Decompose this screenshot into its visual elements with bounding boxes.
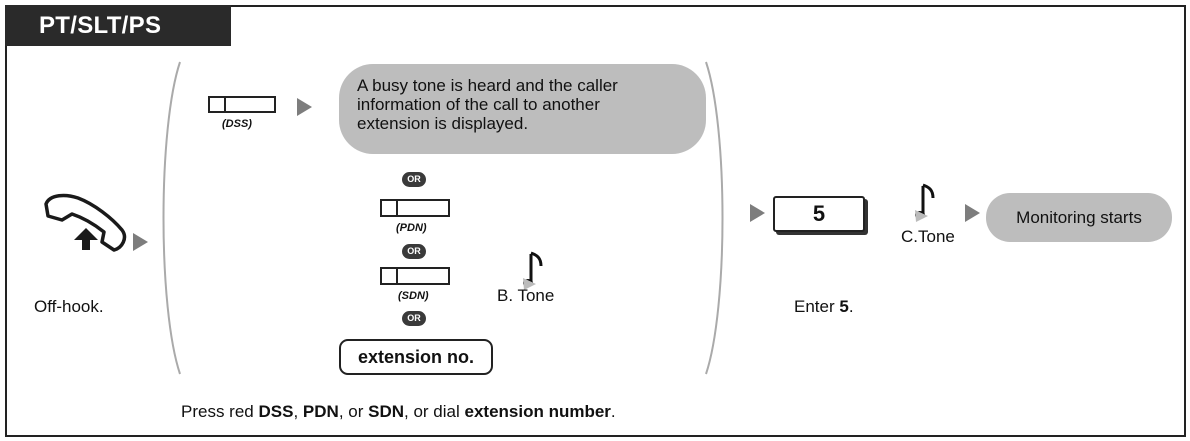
footer-instruction: Press red DSS, PDN, or SDN, or dial exte… xyxy=(181,402,616,422)
diagram-frame xyxy=(5,5,1186,437)
group-parenthesis-right xyxy=(705,61,724,375)
footer-text-run: extension number xyxy=(464,402,611,421)
footer-text-run: SDN xyxy=(368,402,405,421)
step-arrow-3 xyxy=(965,204,980,222)
footer-text-run: , or xyxy=(338,402,369,421)
bubble-line-3: extension is displayed. xyxy=(357,114,529,133)
footer-text-run: DSS xyxy=(258,402,294,421)
header-tab: PT/SLT/PS xyxy=(5,5,231,46)
group-parenthesis-left xyxy=(162,61,181,375)
sdn-key-label: (SDN) xyxy=(398,290,429,302)
off-hook-label: Off-hook. xyxy=(34,297,104,316)
footer-text-run: , or dial xyxy=(404,402,465,421)
busy-tone-music-note-icon xyxy=(523,251,543,290)
dss-to-bubble-arrow xyxy=(297,98,312,116)
or-badge: OR xyxy=(402,172,426,187)
extension-number-box: extension no. xyxy=(339,339,493,375)
step-arrow-1 xyxy=(133,233,148,251)
dial-key-5: 5 xyxy=(773,196,865,232)
confirmation-tone-label: C.Tone xyxy=(901,227,955,246)
dss-key-label: (DSS) xyxy=(222,118,252,130)
bubble-line-1: A busy tone is heard and the caller xyxy=(357,76,618,95)
dss-key-icon xyxy=(208,96,276,113)
footer-text-run: Press red xyxy=(181,402,259,421)
busy-tone-info-bubble: A busy tone is heard and the caller info… xyxy=(339,64,706,154)
pdn-key-label: (PDN) xyxy=(396,222,427,234)
handset-off-hook-icon xyxy=(44,193,127,252)
sdn-key-icon xyxy=(380,267,450,285)
footer-text-run: PDN xyxy=(302,402,339,421)
or-badge: OR xyxy=(402,244,426,259)
pdn-key-icon xyxy=(380,199,450,217)
footer-text-run: . xyxy=(610,402,616,421)
bubble-line-2: information of the call to another xyxy=(357,95,600,114)
step-arrow-2 xyxy=(750,204,765,222)
monitoring-starts-bubble: Monitoring starts xyxy=(986,193,1172,242)
or-badge: OR xyxy=(402,311,426,326)
confirmation-tone-music-note-icon xyxy=(915,183,935,222)
busy-tone-label: B. Tone xyxy=(497,286,555,305)
enter-5-label: Enter 5. xyxy=(794,297,854,316)
footer-text-run: , xyxy=(293,402,303,421)
